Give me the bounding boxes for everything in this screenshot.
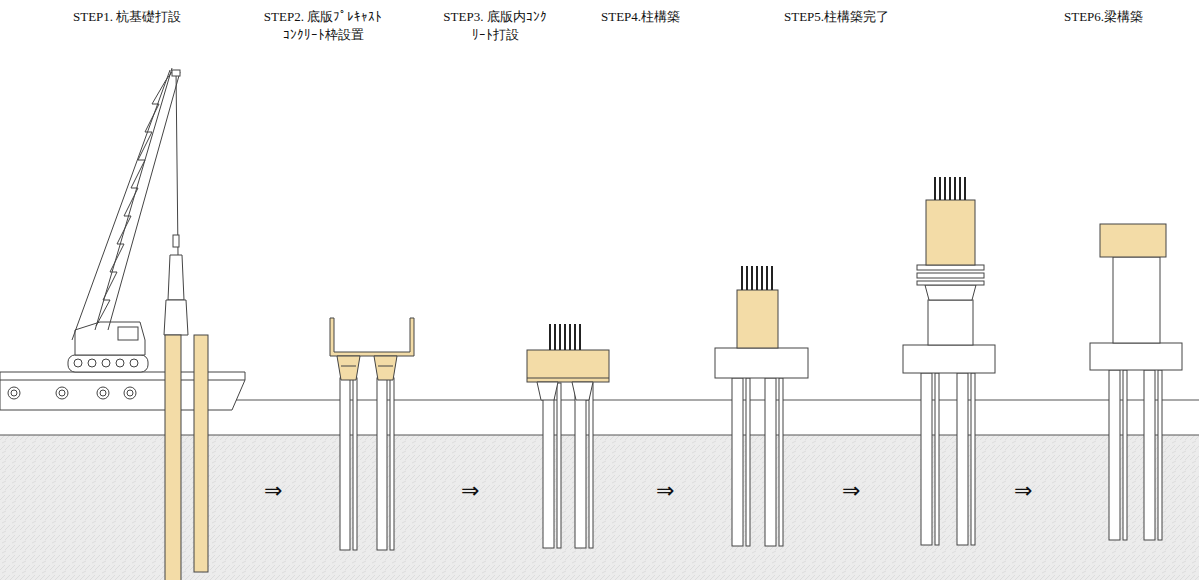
step-arrow: ⇒ <box>264 480 282 502</box>
driven-pile <box>194 335 208 572</box>
pile-hammer <box>164 255 188 335</box>
step-arrow: ⇒ <box>461 480 479 502</box>
rebar <box>550 324 580 350</box>
step4-piles <box>732 378 783 546</box>
precast-frame <box>330 318 414 380</box>
column-pour <box>737 290 778 348</box>
step-caption: STEP2. 底版ﾌﾟﾚｷｬｽﾄ ｺﾝｸﾘｰﾄ枠設置 <box>243 8 403 43</box>
footing-concrete <box>527 350 609 400</box>
step-caption: STEP5.柱構築完了 <box>784 8 889 26</box>
footing <box>1090 343 1182 370</box>
step-caption: STEP4.柱構築 <box>601 8 680 26</box>
step2-piles <box>340 378 394 550</box>
step3-piles <box>543 383 593 548</box>
driving-pile <box>165 335 181 580</box>
beam-pour <box>1100 224 1166 257</box>
formwork <box>917 265 984 300</box>
column-pour <box>926 200 975 265</box>
step-caption: STEP3. 底版内ｺﾝｸ ﾘｰﾄ打設 <box>420 8 570 43</box>
footing <box>715 348 808 378</box>
step5-piles <box>921 373 975 545</box>
rebar <box>935 177 965 200</box>
column-built <box>1113 257 1160 343</box>
step-arrow: ⇒ <box>1014 480 1032 502</box>
step-caption: STEP1. 杭基礎打設 <box>73 8 181 26</box>
footing <box>903 345 995 373</box>
step-arrow: ⇒ <box>656 480 674 502</box>
step-caption: STEP6.梁構築 <box>1064 8 1143 26</box>
step6-piles <box>1109 370 1162 540</box>
step-arrow: ⇒ <box>842 480 860 502</box>
column-built <box>928 300 973 345</box>
rebar <box>742 266 772 290</box>
